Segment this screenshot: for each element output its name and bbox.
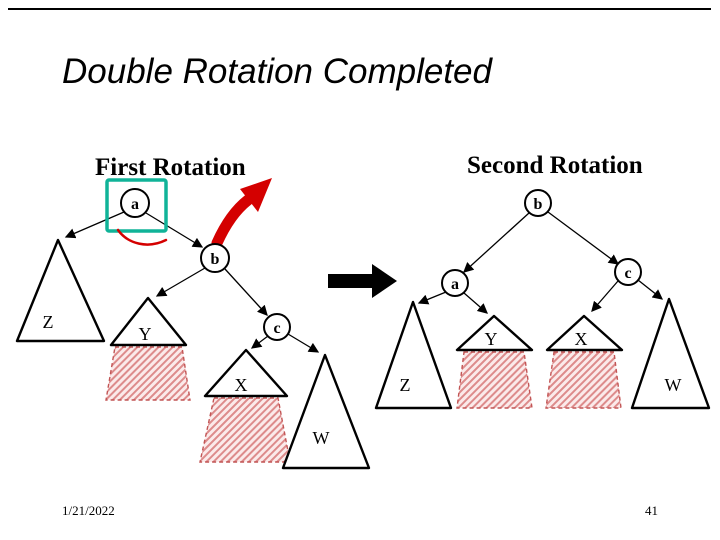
subtree-y-label: Y	[139, 324, 152, 344]
node-c-circle	[614, 258, 642, 286]
transition-arrow	[328, 264, 397, 298]
subtree-z-triangle	[374, 300, 453, 410]
subtree-z-label: Z	[400, 375, 411, 395]
edge-c-to-w	[287, 333, 320, 353]
edge-b-to-y	[155, 267, 206, 297]
subtree-z-label: Z	[43, 312, 54, 332]
subtree-y-triangle	[109, 296, 188, 347]
edge-c-to-x	[591, 280, 619, 312]
first-rotation-heading: First Rotation	[95, 154, 246, 181]
subtree-x-triangle	[545, 314, 624, 352]
subtree-x-label: X	[575, 329, 588, 349]
node-a-circle	[120, 188, 150, 218]
highlight-box	[105, 178, 168, 233]
edge-c-to-x	[250, 335, 269, 349]
subtree-y-label: Y	[485, 329, 498, 349]
node-c-label: c	[624, 265, 631, 282]
slide-title: Double Rotation Completed	[62, 52, 492, 91]
node-c-circle	[263, 313, 291, 341]
second-rotation-tree: Z Y X W b a c	[374, 189, 711, 410]
rotation-curve	[116, 228, 168, 246]
node-b-label: b	[534, 196, 543, 213]
subtree-w-label: W	[665, 375, 682, 395]
subtree-y-extension	[105, 346, 191, 401]
edge-b-to-c	[224, 268, 268, 316]
node-b-circle	[524, 189, 552, 217]
slide-top-border	[8, 8, 711, 10]
subtree-z-triangle	[15, 238, 106, 343]
first-rotation-tree: Z Y X W a b c	[15, 178, 371, 470]
slide-date: 1/21/2022	[62, 503, 115, 518]
rotation-arrow-head	[240, 178, 272, 212]
subtree-w-label: W	[313, 428, 330, 448]
subtree-x-label: X	[235, 375, 248, 395]
edge-a-to-z	[417, 291, 447, 305]
subtree-x-triangle	[203, 348, 289, 398]
subtree-w-triangle	[281, 353, 371, 470]
node-a-circle	[441, 269, 469, 297]
rotation-arrow-shaft	[211, 194, 254, 249]
edge-a-to-y	[463, 292, 488, 314]
node-b-label: b	[211, 251, 220, 268]
node-b-circle	[200, 243, 230, 273]
subtree-x-extension	[199, 397, 291, 463]
node-a-label: a	[131, 196, 139, 213]
node-a-label: a	[451, 276, 459, 293]
node-c-label: c	[273, 320, 280, 337]
edge-b-to-c	[547, 211, 620, 265]
edge-a-to-z	[64, 211, 125, 239]
edge-b-to-a	[463, 212, 530, 273]
subtree-y-triangle	[455, 314, 534, 352]
edge-c-to-w	[637, 279, 664, 300]
subtree-y-extension	[456, 351, 533, 409]
subtree-w-triangle	[630, 297, 711, 410]
edge-a-to-b	[145, 212, 204, 248]
subtree-x-extension	[545, 351, 622, 409]
second-rotation-heading: Second Rotation	[467, 152, 643, 179]
slide-page-number: 41	[645, 503, 658, 518]
